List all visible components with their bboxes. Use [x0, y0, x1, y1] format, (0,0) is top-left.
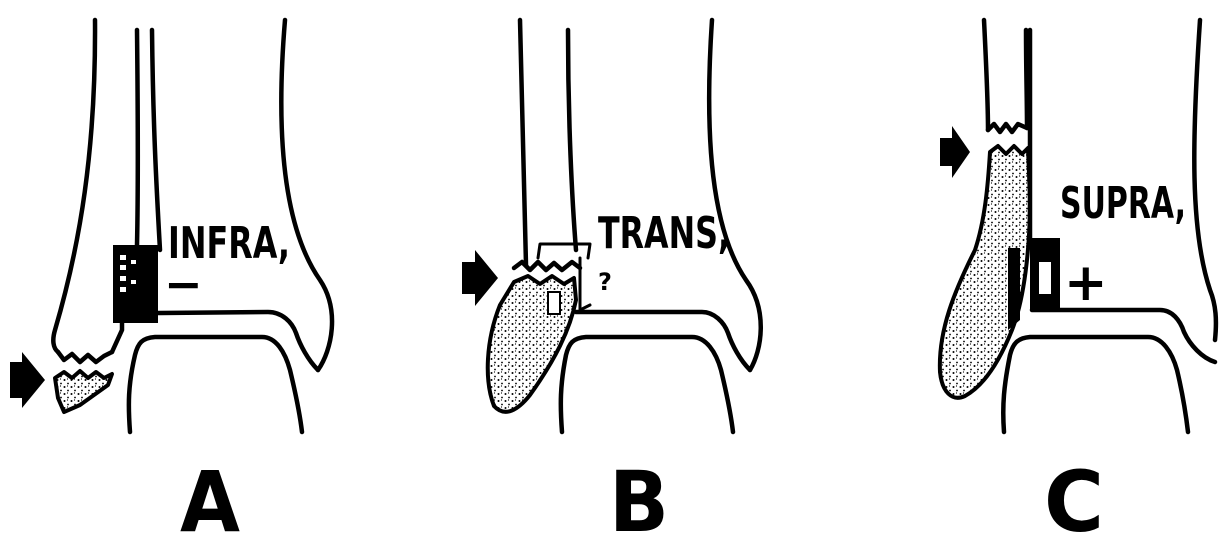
level-label: SUPRA,: [1060, 178, 1186, 229]
talus-outline: [561, 337, 733, 432]
black-arrow-icon: [940, 126, 970, 178]
fibula-outline: [53, 20, 95, 352]
level-label: TRANS,: [598, 208, 730, 259]
fracture-line: [514, 262, 580, 270]
fracture-line: [58, 352, 112, 362]
panel-letter: C: [1044, 453, 1104, 534]
panel-c: SUPRA, + C: [940, 20, 1216, 534]
panel-a: INFRA, − A: [10, 20, 332, 534]
talus-outline: [1003, 337, 1188, 432]
fracture-line: [988, 124, 1027, 132]
bone-fragment: [55, 371, 112, 412]
panel-b: TRANS, ? B: [462, 20, 761, 534]
fibula-outline: [984, 20, 988, 130]
panel-letter: B: [609, 453, 669, 534]
syndesmosis-sign: +: [1064, 253, 1108, 313]
black-arrow-icon: [462, 250, 498, 306]
tibia-outline: [152, 30, 160, 250]
talus-outline: [129, 337, 302, 432]
black-arrow-icon: [10, 352, 45, 408]
syndesmosis-sign: ?: [598, 268, 612, 296]
syndesmosis-sign: −: [164, 257, 203, 311]
fibula-outline: [520, 20, 526, 265]
panel-letter: A: [180, 453, 240, 534]
